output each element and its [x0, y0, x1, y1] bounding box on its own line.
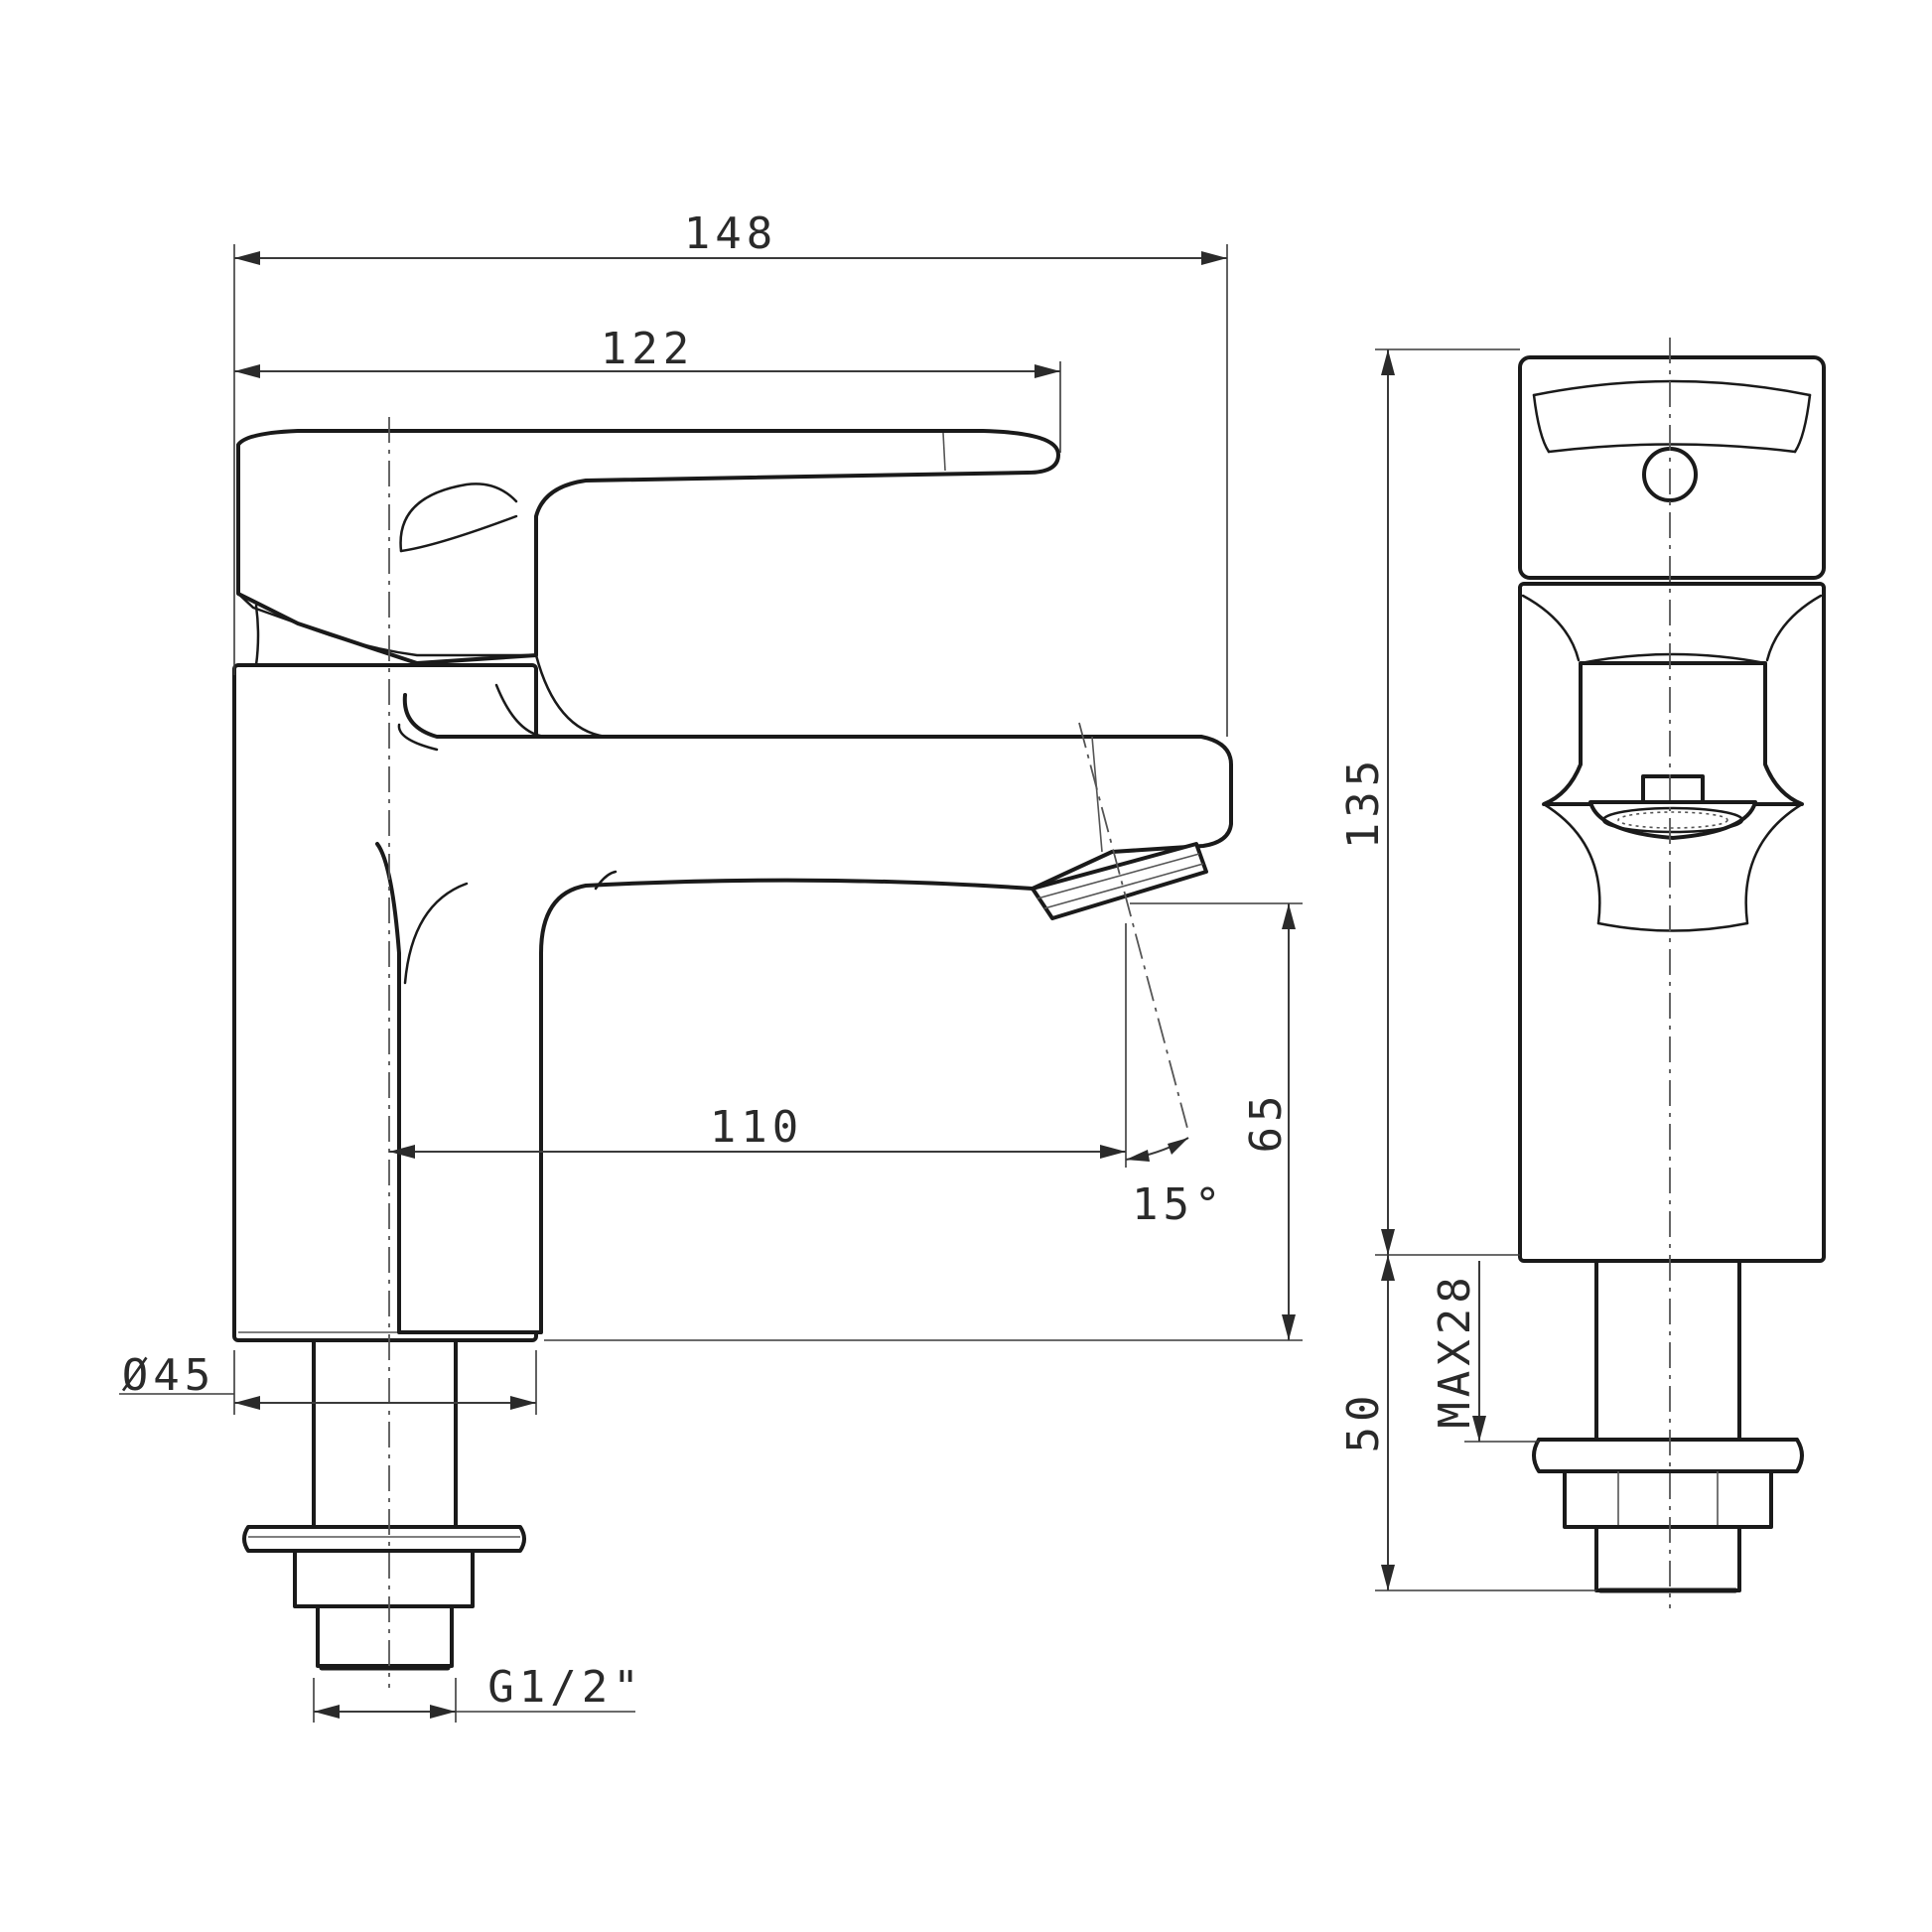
dim-label-diameter-45: Ø45: [122, 1350, 215, 1401]
side-handle: [236, 429, 1060, 739]
dim-label-thread: G1/2": [487, 1662, 643, 1713]
front-body: [1518, 582, 1826, 1263]
front-view: [1518, 338, 1826, 1608]
dim-label-15-degrees: 15°: [1132, 1179, 1225, 1230]
dim-label-122: 122: [601, 324, 694, 374]
dim-label-max28: MAX28: [1430, 1272, 1480, 1428]
side-shank: [242, 1338, 526, 1671]
dim-label-148: 148: [684, 208, 777, 259]
dim-label-110: 110: [710, 1102, 803, 1153]
dim-label-65: 65: [1241, 1091, 1292, 1154]
front-handle: [1518, 355, 1826, 580]
spout-axis: [1078, 722, 1189, 1133]
front-shank: [1532, 1259, 1804, 1593]
dimension-lines: [119, 244, 1596, 1723]
side-spout: [375, 683, 1233, 1334]
dim-label-135: 135: [1338, 756, 1389, 849]
dimension-labels: 148 122 110 15° 65 Ø45 G1/2" 135 50 MAX2…: [122, 208, 1480, 1713]
side-view: [232, 417, 1233, 1688]
dim-label-50: 50: [1338, 1391, 1389, 1453]
